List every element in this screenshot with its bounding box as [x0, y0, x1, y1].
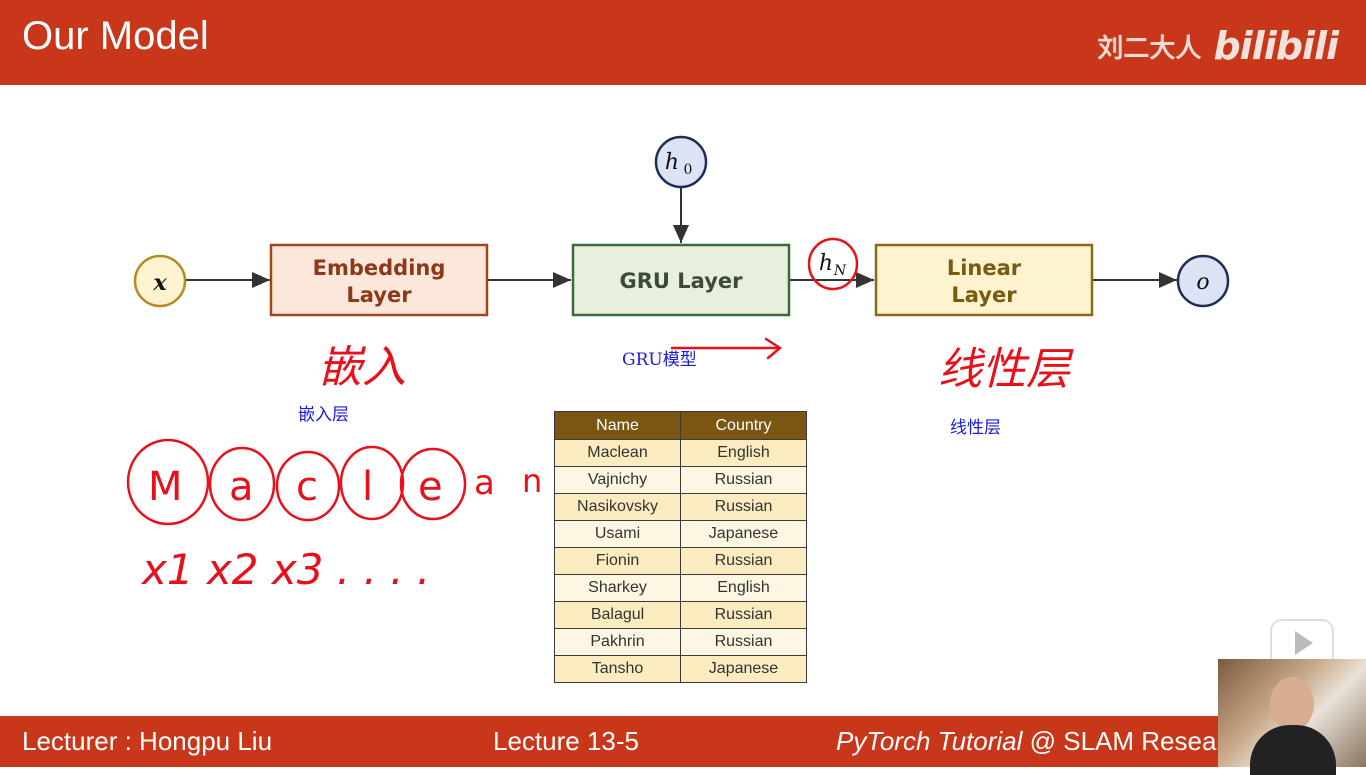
handwritten-text: 嵌入 线性层 M a c l e a n x1 x2 x3 . . . .	[140, 342, 1074, 594]
linear-label-line1: Linear	[947, 256, 1022, 280]
footer-course-italic: PyTorch Tutorial	[836, 726, 1023, 756]
webcam-overlay	[1218, 659, 1366, 775]
brand: 刘二大人 bilibili	[1097, 24, 1339, 68]
footer-lecture: Lecture 13-5	[493, 726, 639, 756]
handwriting	[126, 337, 783, 526]
cell-name: Pakhrin	[554, 628, 681, 656]
cell-country: Russian	[680, 466, 807, 494]
hN-circle-mark	[807, 237, 859, 291]
bilibili-logo: bilibili	[1213, 24, 1339, 68]
cell-name: Sharkey	[554, 574, 681, 602]
cell-country: Russian	[680, 493, 807, 521]
handwritten-embedding: 嵌入	[318, 342, 406, 393]
hw-letter-a1: a	[229, 464, 254, 510]
embedding-label-line2: Layer	[346, 283, 412, 307]
cell-name: Fionin	[554, 547, 681, 575]
footer-course: PyTorch Tutorial @ SLAM Resea	[836, 726, 1216, 757]
linear-chinese-label: 线性层	[950, 418, 1001, 438]
gru-chinese-label: GRU模型	[622, 350, 697, 370]
h0-symbol: h	[665, 150, 679, 175]
input-symbol: x	[152, 270, 167, 296]
header-country: Country	[680, 411, 807, 440]
linear-label-line2: Layer	[951, 283, 1017, 307]
gru-layer-box: GRU Layer	[571, 243, 791, 317]
presenter-body	[1250, 725, 1336, 775]
initial-hidden-node: h 0	[654, 135, 708, 189]
cell-name: Usami	[554, 520, 681, 548]
hw-letter-l: l	[362, 464, 373, 510]
output-node: o	[1176, 254, 1230, 308]
footer-bar: Lecturer : Hongpu Liu Lecture 13-5 PyTor…	[0, 716, 1366, 767]
play-icon	[1295, 631, 1313, 655]
hw-letter-c: c	[296, 464, 318, 510]
cell-name: Nasikovsky	[554, 493, 681, 521]
cell-name: Tansho	[554, 655, 681, 683]
hN-subscript: N	[833, 263, 847, 279]
slide-title: Our Model	[22, 14, 209, 58]
cell-country: Russian	[680, 601, 807, 629]
h0-subscript: 0	[684, 162, 693, 178]
arrows	[186, 187, 1177, 288]
cell-name: Maclean	[554, 439, 681, 467]
hw-letter-a2: a	[474, 463, 495, 503]
title-bar: Our Model 刘二大人 bilibili	[0, 0, 1366, 85]
brand-name: 刘二大人	[1097, 33, 1202, 64]
hw-letter-e: e	[418, 464, 443, 510]
hw-letter-n: n	[522, 462, 542, 500]
linear-layer-box: Linear Layer	[874, 243, 1094, 317]
cell-name: Balagul	[554, 601, 681, 629]
cell-country: Japanese	[680, 520, 807, 548]
cell-country: Japanese	[680, 655, 807, 683]
header-name: Name	[554, 411, 681, 440]
embedding-chinese-label: 嵌入层	[298, 405, 349, 425]
handwritten-linear: 线性层	[938, 344, 1074, 395]
output-symbol: o	[1196, 270, 1209, 295]
cell-country: English	[680, 574, 807, 602]
cell-country: Russian	[680, 547, 807, 575]
gru-label: GRU Layer	[620, 269, 744, 293]
cell-country: Russian	[680, 628, 807, 656]
embedding-layer-box: Embedding Layer	[269, 243, 489, 317]
presenter-head	[1270, 677, 1314, 731]
hw-letter-M: M	[148, 464, 183, 510]
input-node: x	[133, 254, 187, 308]
final-hidden-label: h N	[807, 237, 859, 291]
cell-name: Vajnichy	[554, 466, 681, 494]
handwritten-arrow	[670, 337, 783, 360]
cell-country: English	[680, 439, 807, 467]
hN-symbol: h	[819, 251, 833, 276]
circle-letter-1	[126, 438, 210, 526]
footer-lecturer: Lecturer : Hongpu Liu	[22, 726, 273, 756]
embedding-label-line1: Embedding	[313, 256, 446, 280]
footer-course-rest: @ SLAM Resea	[1022, 726, 1217, 756]
handwritten-sequence: x1 x2 x3 . . . .	[140, 545, 430, 594]
